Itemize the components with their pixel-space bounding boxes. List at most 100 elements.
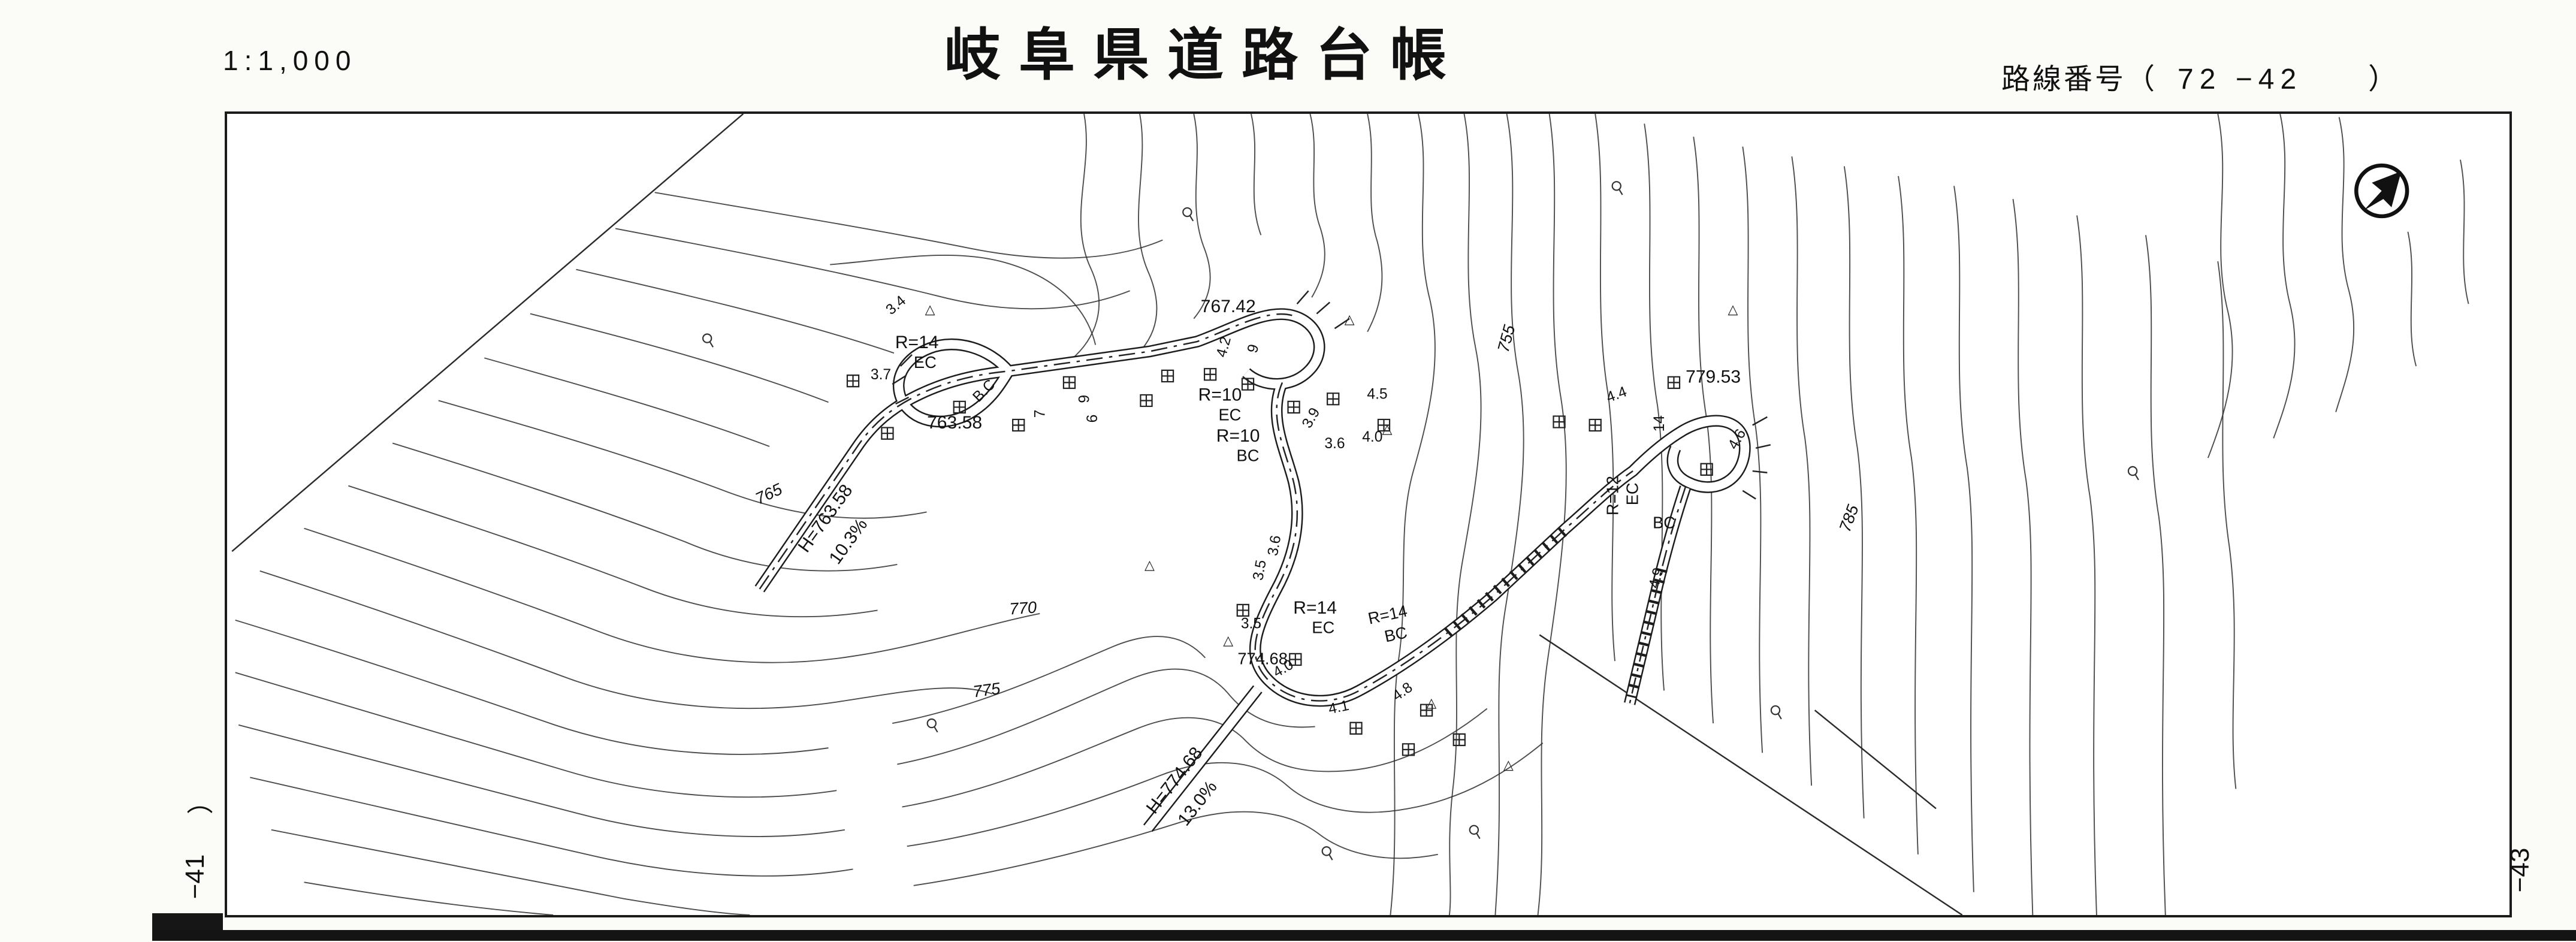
contour-line [1742,146,1763,753]
map-label: R=10 [1198,385,1242,404]
contour-line [1309,114,1325,298]
tree-symbol-icon [1469,825,1481,840]
sheet-boundary-line [1814,709,1937,810]
scan-edge-artifact [152,930,2576,941]
map-label: EC [914,353,937,372]
map-label: BC [1383,623,1409,645]
contour-line [902,708,1488,808]
map-label: BC [1237,446,1260,465]
map-label: 4.0 [1362,429,1382,445]
map-label: 7 [1032,410,1048,418]
contour-line [2145,235,2166,915]
contour-line [1193,114,1211,319]
survey-marker-icon [1420,704,1433,717]
map-label: 3.6 [1265,534,1285,557]
survey-marker-icon [1161,369,1174,383]
contour-line [1494,114,1524,915]
map-label: 770 [1008,597,1037,618]
tree-symbol-icon [1321,846,1333,861]
tree-symbol-icon [702,333,714,348]
triangle-mark-icon: △ [1223,633,1233,648]
contour-line [1390,114,1436,915]
contour-line [1594,114,1615,662]
contour-line [1448,114,1482,915]
road-alignment [754,290,1771,832]
triangle-mark-icon: △ [1144,557,1155,572]
survey-marker-icon [1667,376,1681,390]
sheet-boundary-lines [231,114,1963,915]
map-label: 3.5 [1250,558,1270,581]
route-number-label: 路線番号（ [2001,64,2158,95]
contour-line [250,777,853,877]
map-label: 785 [1835,502,1862,534]
tree-symbol-icon [1182,207,1194,222]
triangle-mark-icon: △ [1503,757,1514,772]
map-label: EC [1218,405,1241,424]
survey-marker-icon [1289,653,1302,666]
contour-line [1057,114,1100,370]
map-label: 9 [1076,395,1092,403]
survey-marker-icon [846,375,860,388]
tree-symbol-icon [926,718,938,733]
north-arrow-icon [2354,163,2409,219]
road-surface [756,309,1750,831]
contour-line [2460,159,2469,304]
contour-line [892,636,1206,724]
contour-line [392,442,898,572]
contour-line [1131,114,1158,360]
map-label: 6 [1085,415,1101,423]
map-label: 775 [972,679,1002,701]
sheet-boundary-line [231,114,744,552]
route-number-close: ） [2368,64,2400,95]
survey-marker-icon [1349,721,1363,735]
map-label: 4.5 [1367,387,1387,403]
slope-tick-marks [892,290,1771,500]
contour-line [907,742,1544,847]
triangle-marks: △△△△△△△△ [925,302,1738,772]
map-label: 767.42 [1201,297,1256,316]
map-label: R=14 [895,333,939,352]
contour-line [2407,231,2417,367]
survey-markers [846,368,1713,756]
survey-marker-icon [1402,743,1415,756]
survey-marker-icon [1062,376,1076,390]
survey-marker-icon [881,427,894,440]
map-label: R=10 [1216,426,1260,446]
contour-line [1898,176,1919,855]
contour-line [530,313,829,403]
contour-line [2207,114,2233,458]
contour-line [235,619,829,755]
survey-marker-icon [1452,733,1466,747]
page-title: 岐阜県道路台帳 [944,23,1465,86]
left-edge-paren: ） [186,788,216,814]
sheet-boundary-line [1539,634,1963,915]
survey-marker-icon [1700,463,1713,476]
survey-marker-icon [1553,415,1566,428]
survey-marker-icon [1327,393,1340,406]
map-label: BC [1653,514,1675,532]
contour-line [2273,114,2296,439]
contour-line [484,357,770,447]
contour-line [1953,186,1974,892]
right-page-number: −43 [2505,847,2535,893]
contour-lines [235,114,2469,915]
triangle-mark-icon: △ [1728,302,1738,317]
triangle-mark-icon: △ [925,302,935,317]
map-label: 779.53 [1686,367,1741,387]
map-label: 14 [1651,415,1668,431]
contour-line [1644,123,1665,691]
contour-line [576,268,895,354]
survey-marker-icon [1287,400,1300,414]
map-label: 9 [1245,343,1263,355]
survey-marker-icon [1203,368,1217,381]
survey-marker-icon [1589,418,1602,432]
triangle-mark-icon: △ [1345,312,1355,327]
contour-line [1843,166,1865,819]
contour-line [654,192,1163,259]
survey-marker-icon [953,400,966,414]
map-scale: 1:1,000 [223,45,357,76]
map-label: 4.9 [1646,566,1667,590]
tree-symbol-icon [2127,466,2139,481]
contour-line [271,829,750,915]
